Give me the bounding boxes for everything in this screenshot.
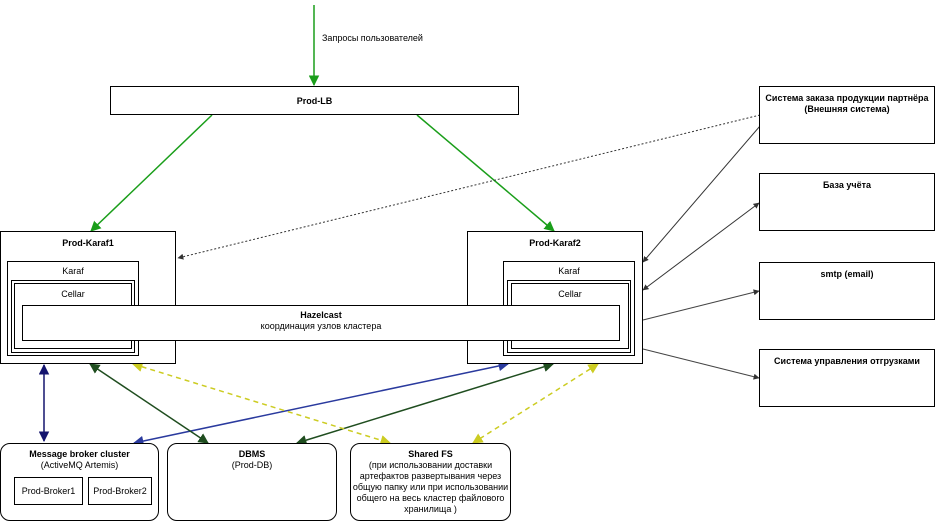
shipping-system-title: Система управления отгрузками (774, 356, 920, 366)
node-shipping-system[interactable]: Система управления отгрузками (759, 349, 935, 407)
sharedfs-line-3: общую папку или при использовании (352, 482, 509, 492)
node-dbms[interactable]: DBMS (Prod-DB) (167, 443, 337, 521)
karaf1-karaf-label: Karaf (62, 266, 84, 276)
edge-partner-karaf2 (642, 125, 761, 263)
prod-broker2-label: Prod-Broker2 (93, 486, 147, 496)
requests-label: Запросы пользователей (322, 33, 423, 43)
sharedfs-title: Shared FS (408, 449, 453, 459)
karaf2-title: Prod-Karaf2 (529, 238, 581, 248)
node-accounting-db[interactable]: База учёта (759, 173, 935, 231)
hazelcast-title: Hazelcast (300, 310, 342, 320)
sharedfs-line-1: (при использовании доставки (368, 460, 493, 470)
sharedfs-line-5: хранилища ) (404, 504, 457, 514)
edge-lb-karaf1 (90, 114, 213, 232)
node-prod-broker2[interactable]: Prod-Broker2 (88, 477, 152, 505)
edge-karaf2-accounting (642, 202, 760, 291)
node-prod-lb-title: Prod-LB (296, 96, 333, 106)
karaf1-title: Prod-Karaf1 (62, 238, 114, 248)
karaf1-cellar-label: Cellar (61, 289, 85, 299)
edge-karaf2-sharedfs (472, 363, 599, 444)
hazelcast-subtitle: координация узлов кластера (260, 321, 382, 331)
sharedfs-line-2: артефактов развертывания через (359, 471, 502, 481)
karaf2-cellar-label: Cellar (558, 289, 582, 299)
accounting-db-title: База учёта (822, 180, 872, 190)
partner-system-title: Система заказа продукции партнёра (765, 93, 929, 103)
dbms-subtitle: (Prod-DB) (231, 460, 273, 470)
node-partner-system[interactable]: Система заказа продукции партнёра (Внешн… (759, 86, 935, 144)
prod-broker1-label: Prod-Broker1 (21, 486, 76, 496)
broker-subtitle: (ActiveMQ Artemis) (40, 460, 119, 470)
dbms-title: DBMS (238, 449, 266, 459)
smtp-title: smtp (email) (820, 269, 874, 279)
node-prod-lb[interactable]: Prod-LB (110, 86, 519, 115)
partner-system-subtitle: (Внешняя система) (804, 104, 890, 114)
edge-karaf1-sharedfs (131, 361, 392, 446)
node-prod-broker1[interactable]: Prod-Broker1 (14, 477, 83, 505)
node-hazelcast[interactable]: Hazelcast координация узлов кластера (22, 305, 620, 341)
broker-title: Message broker cluster (29, 449, 130, 459)
edge-karaf2-smtp (642, 289, 760, 321)
edge-karaf2-dbms (295, 361, 555, 446)
sharedfs-line-4: общего на весь кластер файлового (356, 493, 505, 503)
edge-karaf2-broker (132, 360, 510, 447)
karaf2-karaf-label: Karaf (558, 266, 580, 276)
edge-karaf2-shipping (642, 348, 760, 380)
node-smtp[interactable]: smtp (email) (759, 262, 935, 320)
edge-karaf1-dbms (89, 363, 209, 444)
node-shared-fs[interactable]: Shared FS (при использовании доставки ар… (350, 443, 511, 521)
edge-lb-karaf2 (416, 114, 555, 232)
